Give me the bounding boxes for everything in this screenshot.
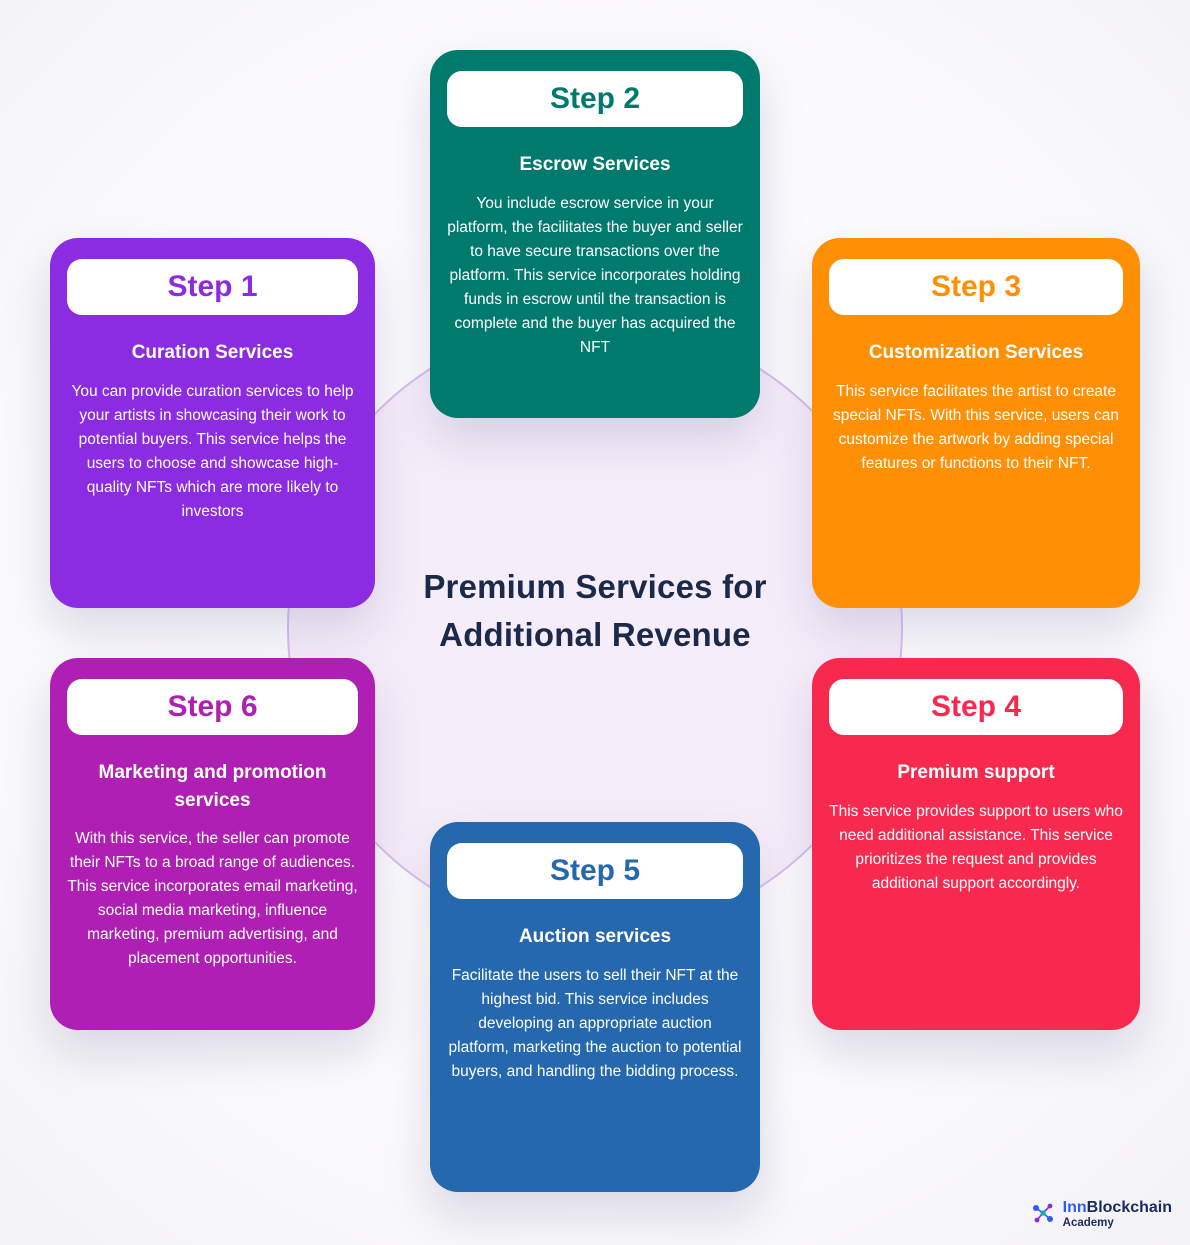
step-3-title: Customization Services: [868, 342, 1084, 363]
brand-logo: InnBlockchain Academy: [1030, 1198, 1172, 1231]
step-4-label: Step 4: [930, 690, 1022, 723]
step-1-title: Curation Services: [131, 342, 294, 363]
step-2-badge: Step 2: [447, 71, 743, 127]
step-5-badge: Step 5: [447, 843, 743, 899]
step-6-title: Marketing and promotion services: [98, 762, 327, 811]
step-3-body: This service facilitates the artist to c…: [833, 382, 1119, 472]
card-step-4: Step 4 Premium support This service prov…: [812, 658, 1140, 1030]
step-2-body: You include escrow service in your platf…: [447, 194, 743, 356]
card-step-6: Step 6 Marketing and promotion services …: [50, 658, 375, 1030]
step-6-label: Step 6: [167, 690, 258, 723]
card-step-3: Step 3 Customization Services This servi…: [812, 238, 1140, 608]
card-step-5: Step 5 Auction services Facilitate the u…: [430, 822, 760, 1192]
brand-name-primary: Inn: [1062, 1199, 1087, 1217]
page-title: Premium Services for Additional Revenue: [423, 568, 767, 653]
step-4-badge: Step 4: [829, 679, 1123, 735]
brand-name-secondary: Blockchain: [1086, 1199, 1172, 1217]
step-3-label: Step 3: [930, 270, 1022, 303]
blockchain-network-icon: [1030, 1200, 1056, 1226]
step-6-badge: Step 6: [67, 679, 358, 735]
card-step-1: Step 1 Curation Services You can provide…: [50, 238, 375, 608]
card-step-2: Step 2 Escrow Services You include escro…: [430, 50, 760, 418]
step-1-badge: Step 1: [67, 259, 358, 315]
step-3-badge: Step 3: [829, 259, 1123, 315]
step-2-label: Step 2: [549, 82, 641, 115]
step-6-body: With this service, the seller can promot…: [67, 830, 358, 968]
step-2-title: Escrow Services: [519, 154, 671, 175]
brand-subtitle: Academy: [1062, 1217, 1114, 1230]
step-4-title: Premium support: [897, 762, 1055, 783]
step-1-label: Step 1: [167, 270, 258, 303]
brand-name: InnBlockchain: [1063, 1198, 1172, 1217]
step-5-body: Facilitate the users to sell their NFT a…: [448, 966, 742, 1080]
brand-text-block: InnBlockchain Academy: [1063, 1198, 1172, 1231]
step-5-title: Auction services: [518, 926, 672, 947]
step-5-label: Step 5: [549, 854, 641, 887]
step-1-body: You can provide curation services to hel…: [71, 382, 354, 520]
step-4-body: This service provides support to users w…: [829, 802, 1123, 892]
